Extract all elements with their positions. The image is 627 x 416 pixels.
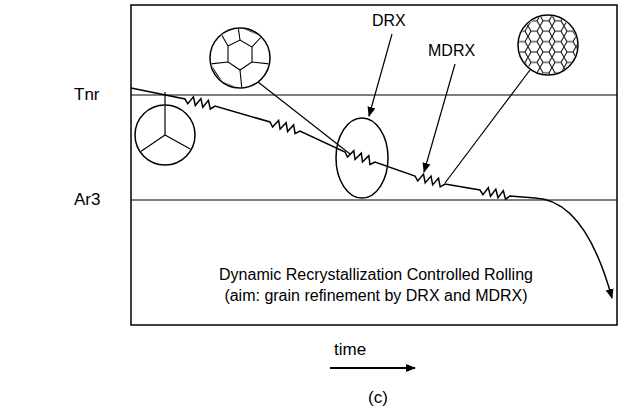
- figure-caption: (c): [368, 388, 388, 408]
- callout-label: MDRX: [428, 42, 475, 60]
- drx-arrow: [369, 34, 392, 116]
- leader-line: [445, 70, 530, 183]
- grain-boundaries: [210, 26, 270, 90]
- plot-frame: [131, 5, 617, 325]
- callout-label: DRX: [372, 12, 406, 30]
- temperature-label: Ar3: [74, 190, 100, 210]
- grain-boundaries: [140, 105, 192, 152]
- mdrx-arrow: [424, 64, 455, 172]
- fine-grains: [518, 15, 578, 75]
- tnr-line: [131, 94, 617, 95]
- axis-label: time: [334, 340, 366, 360]
- grain-circle: [135, 105, 195, 165]
- time-arrow: [330, 367, 415, 369]
- region-title: Dynamic Recrystallization Controlled Rol…: [219, 266, 533, 284]
- leader-line: [258, 82, 350, 154]
- region-note: (aim: grain refinement by DRX and MDRX): [224, 287, 527, 305]
- drx-ellipse: [336, 118, 388, 198]
- grain-circle: [518, 15, 578, 75]
- leader-line: [164, 92, 165, 106]
- cooling-curve: [535, 198, 612, 298]
- temperature-label: Tnr: [74, 85, 100, 105]
